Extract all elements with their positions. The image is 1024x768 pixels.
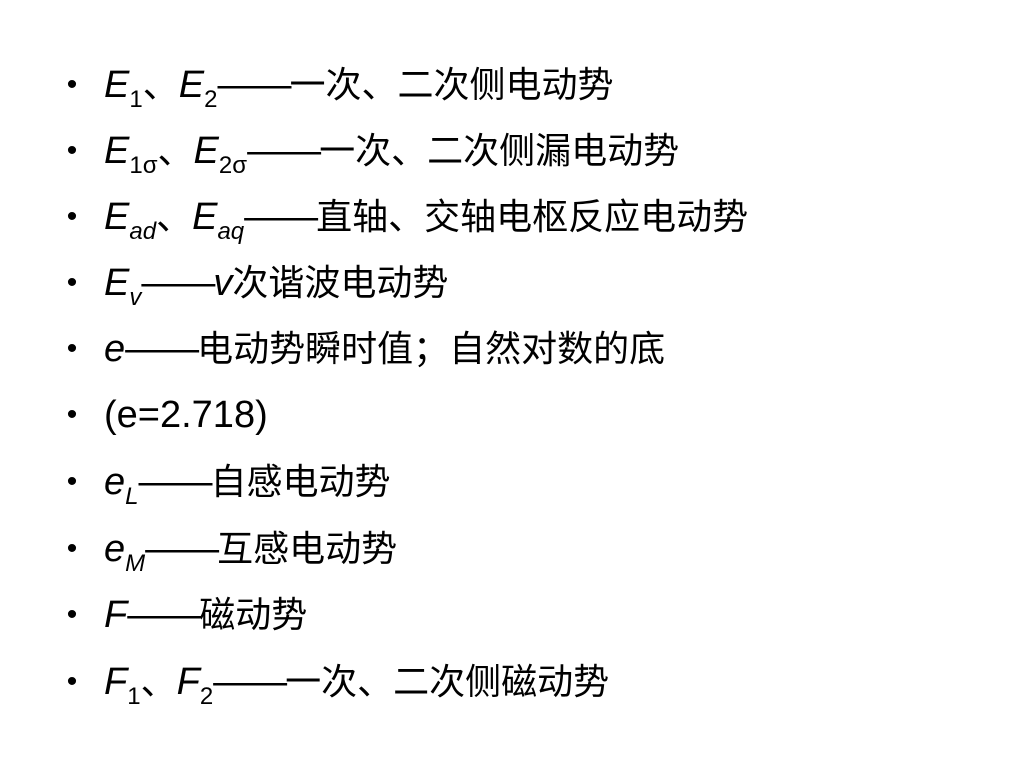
- bullet: •: [66, 266, 78, 299]
- list-item: • F——磁动势: [60, 582, 990, 648]
- description: 一次、二次侧磁动势: [285, 662, 610, 703]
- bullet: •: [66, 68, 78, 101]
- list-item: • E1σ、E2σ——一次、二次侧漏电动势: [60, 118, 990, 184]
- list-item: • E1、E2——一次、二次侧电动势: [60, 52, 990, 118]
- list-item: • eM——互感电动势: [60, 516, 990, 582]
- symbol: E: [104, 262, 130, 304]
- subscript: ad: [129, 218, 157, 245]
- description: (e=2.718): [104, 394, 268, 436]
- symbol: E: [104, 64, 130, 106]
- symbol: E: [192, 196, 218, 238]
- symbol: e: [104, 528, 126, 570]
- symbol: E: [104, 130, 130, 172]
- description: 磁动势: [199, 595, 308, 636]
- description: 互感电动势: [217, 529, 398, 570]
- subscript: 1: [127, 683, 141, 710]
- bullet: •: [66, 332, 78, 365]
- description: 自感电动势: [210, 462, 391, 503]
- subscript: aq: [217, 218, 245, 245]
- list-item: • Ev——v次谐波电动势: [60, 250, 990, 316]
- subscript: L: [125, 483, 139, 510]
- list-item: • Ead、Eaq——直轴、交轴电枢反应电动势: [60, 184, 990, 250]
- subscript: 2σ: [218, 152, 248, 179]
- dash: ——: [127, 594, 201, 636]
- dash: ——: [213, 661, 287, 703]
- symbol: e: [104, 328, 126, 370]
- description: 一次、二次侧电动势: [289, 65, 614, 106]
- symbol: F: [104, 594, 128, 636]
- bullet: •: [66, 598, 78, 631]
- bullet: •: [66, 200, 78, 233]
- separator: 、: [157, 131, 194, 172]
- symbol: E: [193, 130, 219, 172]
- list-item: • e——电动势瞬时值；自然对数的底: [60, 316, 990, 382]
- bullet: •: [66, 134, 78, 167]
- list-item: • (e=2.718): [60, 382, 990, 448]
- subscript: 2: [204, 86, 218, 113]
- symbol: E: [104, 196, 130, 238]
- subscript: 1: [129, 86, 143, 113]
- symbol-list: • E1、E2——一次、二次侧电动势 • E1σ、E2σ——一次、二次侧漏电动势…: [60, 52, 990, 716]
- symbol: e: [104, 461, 126, 503]
- description: 电动势瞬时值；自然对数的底: [197, 329, 666, 370]
- symbol: E: [178, 64, 205, 106]
- separator: 、: [142, 65, 179, 106]
- bullet: •: [66, 532, 78, 565]
- bullet: •: [66, 398, 78, 431]
- dash: ——: [244, 196, 318, 238]
- separator: 、: [156, 197, 193, 238]
- subscript: 2: [199, 683, 214, 710]
- symbol: F: [176, 661, 200, 703]
- symbol: v: [213, 262, 233, 304]
- dash: ——: [247, 130, 321, 172]
- list-item: • eL——自感电动势: [60, 448, 990, 516]
- list-item: • F1、F2——一次、二次侧磁动势: [60, 648, 990, 716]
- subscript: 1σ: [129, 152, 158, 179]
- bullet: •: [66, 465, 78, 498]
- symbol: F: [104, 661, 128, 703]
- subscript: v: [129, 284, 142, 311]
- subscript: M: [125, 550, 146, 577]
- bullet: •: [66, 665, 78, 698]
- dash: ——: [125, 328, 199, 370]
- dash: ——: [138, 461, 213, 503]
- dash: ——: [145, 528, 219, 570]
- dash: ——: [141, 262, 215, 304]
- description: 次谐波电动势: [232, 263, 449, 304]
- dash: ——: [217, 64, 291, 106]
- description: 直轴、交轴电枢反应电动势: [316, 197, 749, 238]
- separator: 、: [140, 662, 177, 703]
- description: 一次、二次侧漏电动势: [319, 131, 680, 172]
